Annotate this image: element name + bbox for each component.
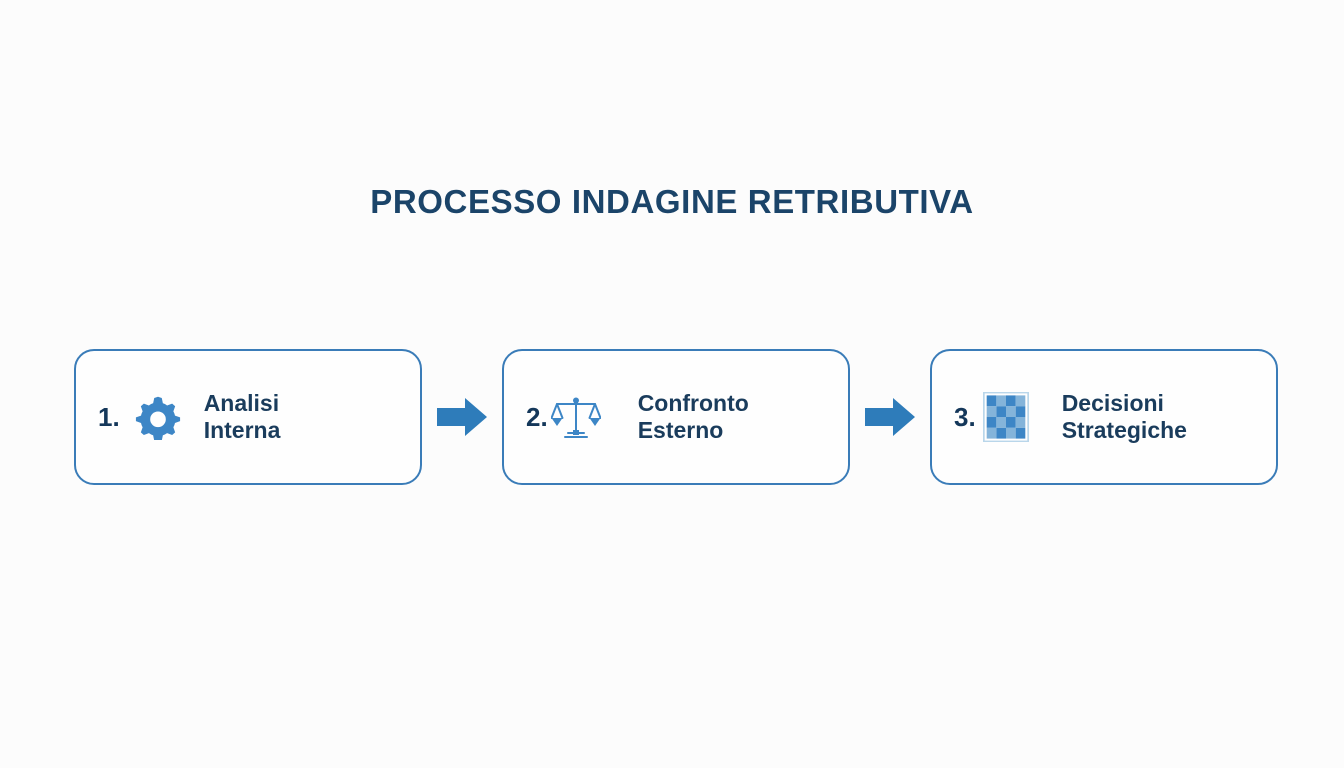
chessboard-icon	[980, 391, 1032, 443]
step-label-3-line2: Strategiche	[1061, 417, 1187, 443]
step-number-1: 1.	[98, 402, 120, 432]
arrow-right-icon	[433, 392, 491, 442]
flow-step-confronto-esterno[interactable]: 2.	[502, 349, 850, 485]
page-title: PROCESSO INDAGINE RETRIBUTIVA	[370, 183, 974, 220]
step-label-1-line2: Interna	[203, 417, 281, 443]
step-label-3: Decisioni Strategiche	[1062, 390, 1260, 444]
step-label-2-line1: Confronto	[637, 389, 749, 416]
step-number-3: 3.	[954, 402, 976, 432]
flow-step-analisi-interna[interactable]: 1. Analisi Interna	[74, 349, 422, 485]
step-number-2: 2.	[526, 402, 548, 432]
step-label-3-line1: Decisioni	[1061, 389, 1164, 416]
flow-step-decisioni-strategiche[interactable]: 3.	[930, 349, 1278, 485]
balance-scales-icon	[550, 391, 602, 443]
arrow-right-icon	[861, 392, 919, 442]
step-label-1-line1: Analisi	[203, 389, 280, 416]
process-flow: 1. Analisi Interna 2.	[74, 349, 1278, 485]
step-label-1: Analisi Interna	[204, 390, 404, 444]
step-label-2: Confronto Esterno	[638, 390, 832, 444]
step-label-2-line2: Esterno	[637, 417, 724, 443]
gear-icon	[132, 391, 184, 443]
